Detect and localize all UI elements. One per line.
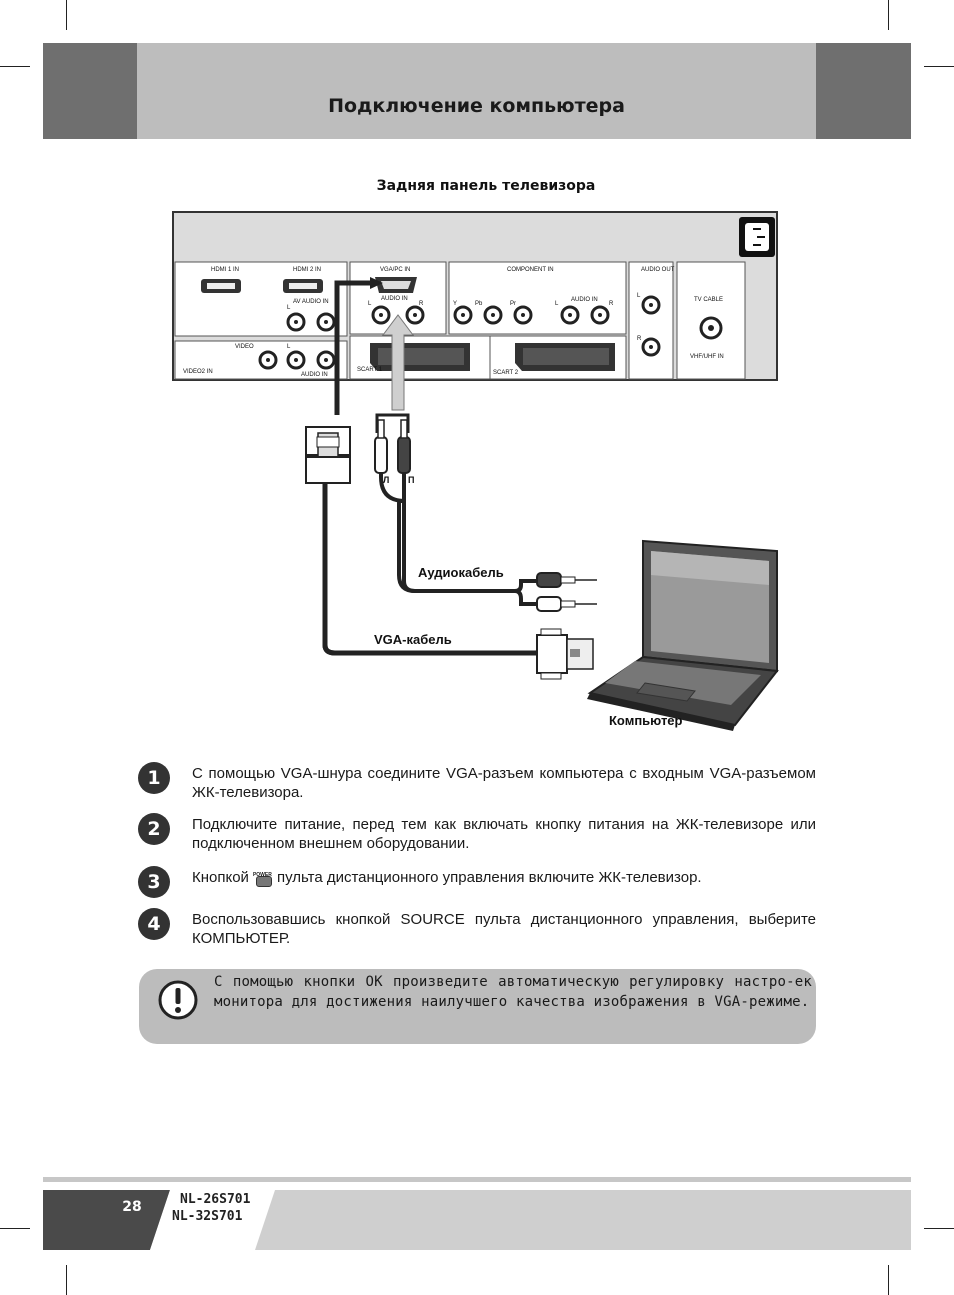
label-av-audio: AV AUDIO IN [293, 299, 329, 305]
exclamation-icon [158, 980, 198, 1020]
crop-mark [0, 66, 30, 67]
label-audio-in2: AUDIO IN [301, 372, 328, 378]
crop-mark [888, 0, 889, 30]
label-vhf: VHF/UHF IN [690, 354, 724, 360]
step-text: Воспользовавшись кнопкой SOURCE пульта д… [192, 911, 816, 947]
power-button-label: POWER [252, 872, 272, 879]
plug-right-label: П [408, 475, 414, 485]
model-name: NL-26S701 [180, 1192, 251, 1207]
audio-cable-label: Аудиокабель [418, 565, 504, 580]
audio-plug-icon [374, 413, 411, 474]
label-audio-out: AUDIO OUT [641, 267, 675, 273]
label-r: R [419, 301, 424, 307]
note-box [139, 969, 816, 1044]
label-pr: Pr [510, 301, 516, 307]
header-band [43, 43, 911, 139]
vga-plug-icon [305, 426, 351, 484]
label-comp-audio: AUDIO IN [571, 297, 598, 303]
label-l: L [637, 293, 641, 299]
label-y: Y [453, 301, 457, 307]
step-number: 1 [138, 762, 170, 794]
label-l: L [287, 305, 291, 311]
label-pb: Pb [475, 301, 483, 307]
label-l: L [368, 301, 372, 307]
step-number: 2 [138, 813, 170, 845]
label-l: L [555, 301, 559, 307]
vga-plug-icon [536, 628, 594, 680]
label-hdmi1: HDMI 1 IN [211, 267, 239, 273]
note-text: С помощью кнопки OK произведите автомати… [214, 974, 812, 1010]
label-r: R [637, 336, 642, 342]
step-text-before: Кнопкой [192, 869, 249, 886]
label-component: COMPONENT IN [507, 267, 554, 273]
page-title: Подключение компьютера [328, 95, 625, 117]
power-button-icon: POWER [253, 872, 272, 888]
computer-label: Компьютер [609, 713, 683, 728]
label-audio-in: AUDIO IN [381, 296, 408, 302]
step-text: С помощью VGA-шнура соедините VGA-разъем… [192, 765, 816, 801]
laptop-icon [587, 539, 779, 731]
label-tv-cable: TV CABLE [694, 297, 723, 303]
label-vga: VGA/PC IN [380, 267, 410, 273]
crop-mark [924, 1228, 954, 1229]
step-number: 3 [138, 866, 170, 898]
crop-mark [66, 1265, 67, 1295]
footer-line [43, 1177, 911, 1182]
label-scart2: SCART 2 [493, 370, 519, 376]
diagram-title: Задняя панель телевизора [376, 178, 596, 194]
vga-cable-label: VGA-кабель [374, 632, 452, 647]
header-accent-left [43, 43, 137, 139]
step-number: 4 [138, 908, 170, 940]
label-r: R [609, 301, 614, 307]
model-name: NL-32S701 [172, 1209, 243, 1224]
page-number: 28 [122, 1199, 142, 1215]
crop-mark [0, 1228, 30, 1229]
label-video: VIDEO [235, 344, 254, 350]
label-hdmi2: HDMI 2 IN [293, 267, 321, 273]
crop-mark [66, 0, 67, 30]
label-scart1: SCART 1 [357, 367, 383, 373]
header-accent-right [816, 43, 911, 139]
label-l: L [287, 344, 291, 350]
plug-left-label: Л [383, 475, 389, 485]
crop-mark [888, 1265, 889, 1295]
step-text-after: пульта дистанционного управления включит… [276, 869, 702, 886]
footer-shape [43, 1190, 275, 1250]
step-text: Подключите питание, перед тем как включа… [192, 816, 816, 852]
crop-mark [924, 66, 954, 67]
label-video2: VIDEO2 IN [183, 369, 213, 375]
connection-diagram: HDMI 1 IN HDMI 2 IN AV AUDIO IN VGA/PC I… [172, 211, 779, 731]
